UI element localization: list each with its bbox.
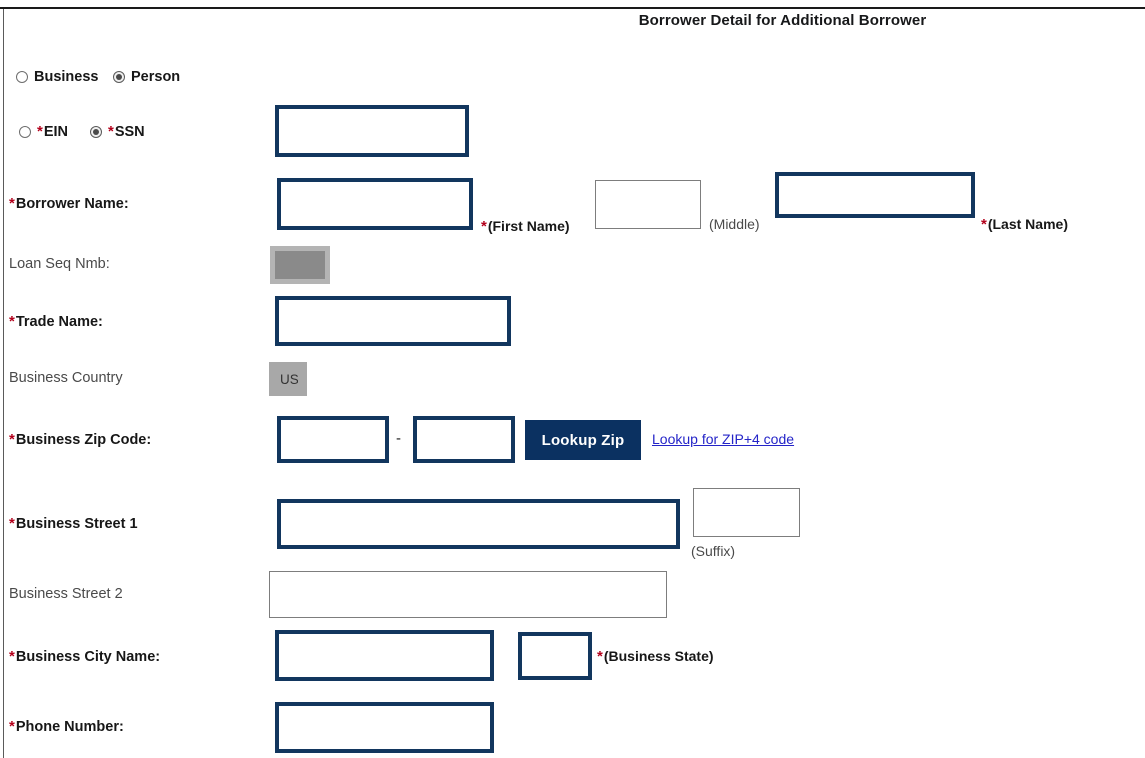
radio-ein-icon[interactable] [19, 125, 31, 138]
radio-business-icon[interactable] [16, 71, 28, 83]
business-country-label: Business Country [9, 370, 123, 386]
business-state-hint: *(Business State) [597, 648, 714, 665]
page-left-border [3, 9, 4, 758]
zip-separator: - [396, 430, 401, 447]
required-asterisk: * [108, 123, 114, 140]
business-zip4-input[interactable] [413, 416, 515, 463]
borrower-last-name-input[interactable] [775, 172, 975, 218]
radio-business-label: Business [34, 69, 99, 85]
business-state-input[interactable] [518, 632, 592, 680]
business-zip-label: *Business Zip Code: [9, 431, 152, 448]
radio-ein-label: *EIN [37, 123, 69, 140]
business-street-1-input[interactable] [277, 499, 680, 549]
radio-ssn-icon[interactable] [90, 125, 102, 138]
phone-number-input[interactable] [275, 702, 494, 753]
business-zip5-input[interactable] [277, 416, 389, 463]
street-suffix-hint: (Suffix) [691, 543, 736, 559]
first-name-hint: *(First Name) [481, 218, 570, 235]
required-asterisk: * [9, 648, 15, 665]
middle-name-hint: (Middle) [709, 216, 760, 232]
required-asterisk: * [37, 123, 43, 140]
required-asterisk: * [981, 216, 987, 233]
trade-name-input[interactable] [275, 296, 511, 346]
business-street-2-input[interactable] [269, 571, 667, 618]
borrower-middle-name-input[interactable] [595, 180, 701, 229]
radio-person-label: Person [131, 69, 181, 85]
required-asterisk: * [9, 718, 15, 735]
business-country-input [269, 362, 307, 396]
business-street-suffix-input[interactable] [693, 488, 800, 537]
page-title-text: Borrower Detail for Additional Borrower [638, 12, 927, 29]
radio-person-icon[interactable] [113, 71, 125, 83]
page-top-border [0, 7, 1145, 9]
lookup-zip-button[interactable]: Lookup Zip [525, 420, 641, 460]
loan-seq-nmb-label: Loan Seq Nmb: [9, 256, 110, 272]
radio-person[interactable]: Person [113, 69, 180, 85]
business-city-label: *Business City Name: [9, 648, 161, 665]
trade-name-label: *Trade Name: [9, 313, 103, 330]
borrower-name-label: *Borrower Name: [9, 195, 129, 212]
phone-number-label: *Phone Number: [9, 718, 124, 735]
required-asterisk: * [481, 218, 487, 235]
page-title: Borrower Detail for Additional Borrower [0, 12, 1145, 29]
required-asterisk: * [9, 431, 15, 448]
radio-ssn-label: *SSN [108, 123, 145, 140]
required-asterisk: * [9, 313, 15, 330]
borrower-first-name-input[interactable] [277, 178, 473, 230]
last-name-hint: *(Last Name) [981, 216, 1068, 233]
tax-id-input[interactable] [275, 105, 469, 157]
required-asterisk: * [597, 648, 603, 665]
business-city-input[interactable] [275, 630, 494, 681]
radio-ein[interactable]: *EIN [19, 123, 68, 140]
lookup-zip4-link[interactable]: Lookup for ZIP+4 code [652, 431, 795, 447]
business-street-1-label: *Business Street 1 [9, 515, 138, 532]
loan-seq-nmb-input [270, 246, 330, 284]
radio-ssn[interactable]: *SSN [90, 123, 145, 140]
required-asterisk: * [9, 195, 15, 212]
radio-business[interactable]: Business [16, 69, 98, 85]
required-asterisk: * [9, 515, 15, 532]
business-street-2-label: Business Street 2 [9, 586, 123, 602]
